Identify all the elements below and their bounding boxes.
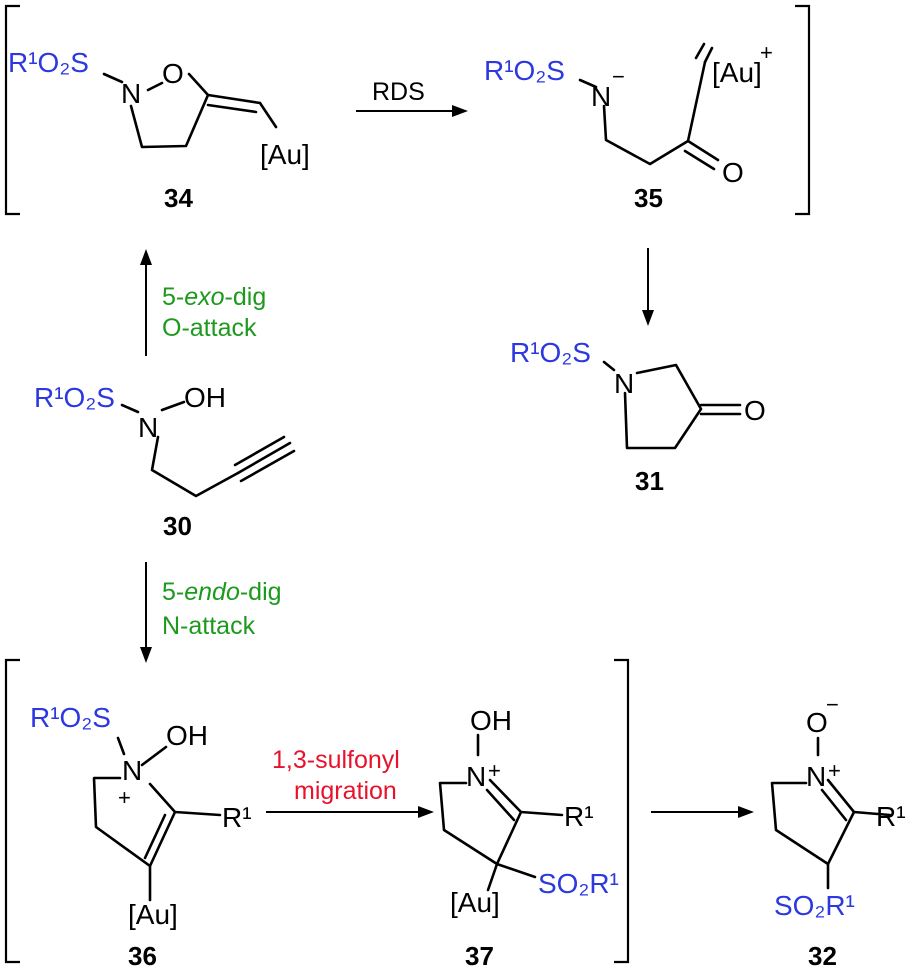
c35-oxygen: O: [722, 157, 744, 188]
c31-oxygen: O: [744, 395, 766, 426]
exo-dig-label: 5-exo-dig: [162, 283, 266, 311]
migration-arrow: 1,3-sulfonyl migration: [266, 746, 434, 818]
c36-sulfonyl-group: R¹O₂S: [30, 702, 111, 733]
c30-hydroxyl: OH: [184, 382, 226, 413]
c30-chain-bonds: [120, 400, 240, 498]
n-attack-label: N-attack: [162, 612, 256, 640]
c34-exocyclic-double-bond: [206, 93, 278, 129]
c32-oxygen: O: [806, 707, 828, 738]
c37-compound-number: 37: [465, 941, 494, 971]
arrow-30-to-36: 5-endo-dig N-attack: [140, 562, 282, 663]
c37-sulfonyl-group: SO₂R¹: [538, 868, 619, 899]
arrow-37-to-32: [651, 806, 754, 818]
c34-nitrogen: N: [121, 78, 141, 109]
c31-compound-number: 31: [635, 466, 664, 496]
c35-gold-double-bond: [694, 42, 714, 64]
c32-r1: R¹: [876, 801, 906, 832]
arrow-35-to-31: [642, 248, 654, 326]
o-attack-label: O-attack: [162, 314, 257, 342]
c35-compound-number: 35: [634, 183, 663, 213]
c36-nitrogen-charge: +: [118, 785, 131, 810]
c30-nitrogen: N: [138, 412, 158, 443]
migration-label-line2: migration: [294, 777, 397, 805]
c37-nitrogen-charge: +: [488, 758, 501, 783]
c36-ring-double-bond: [143, 813, 167, 860]
c35-gold: [Au]: [712, 57, 762, 88]
c30-sulfonyl-group: R¹O₂S: [34, 382, 115, 413]
c34-oxygen: O: [162, 58, 184, 89]
migration-label-line1: 1,3-sulfonyl: [272, 746, 400, 774]
c32-nitrogen: N: [806, 761, 826, 792]
compound-30: R¹O₂S N OH 30: [34, 382, 296, 541]
c32-compound-number: 32: [808, 941, 837, 971]
arrow-30-to-34: 5-exo-dig O-attack: [140, 249, 266, 356]
c37-r1: R¹: [564, 801, 594, 832]
endo-dig-label: 5-endo-dig: [162, 578, 282, 606]
c32-sulfonyl-group: SO₂R¹: [774, 890, 855, 921]
rds-arrow: RDS: [356, 78, 468, 117]
c31-sulfonyl-group: R¹O₂S: [510, 337, 591, 368]
c36-ring-bonds: [92, 736, 222, 868]
c35-nitrogen: N: [591, 81, 611, 112]
c37-nitrogen: N: [466, 761, 486, 792]
c36-compound-number: 36: [128, 941, 157, 971]
c34-compound-number: 34: [164, 183, 193, 213]
c32-oxygen-charge: −: [826, 692, 839, 717]
c36-hydroxyl: OH: [166, 720, 208, 751]
c34-ring-bonds: [102, 72, 210, 149]
c32-iminium-double-bond: [820, 788, 848, 822]
c37-iminium-double-bond: [485, 788, 516, 822]
compound-31: R¹O₂S N O 31: [510, 337, 766, 496]
c36-nitrogen: N: [122, 755, 142, 786]
compound-32: O − N + R¹ SO₂R¹ 32: [770, 692, 906, 971]
bracket-bottom-intermediates: [4, 658, 630, 964]
c32-nitrogen-charge: +: [828, 758, 841, 783]
c36-gold: [Au]: [128, 899, 178, 930]
bracket-top-intermediates: [4, 4, 811, 216]
c31-ring-bonds: [602, 360, 703, 450]
c32-ring-bonds: [770, 736, 892, 866]
c35-chain-bonds: [578, 60, 707, 166]
c30-compound-number: 30: [163, 511, 192, 541]
c30-alkyne-triple-bond: [233, 435, 296, 483]
compound-37: OH N + R¹ [Au] SO₂R¹ 37: [438, 705, 619, 971]
c34-sulfonyl-group: R¹O₂S: [8, 47, 89, 78]
c35-sulfonyl-group: R¹O₂S: [484, 55, 565, 86]
compound-36: R¹O₂S N + OH R¹ [Au] 36: [30, 702, 252, 971]
c37-gold: [Au]: [450, 887, 500, 918]
c35-nitrogen-charge: −: [612, 64, 625, 89]
compound-35: R¹O₂S N − [Au] + O 35: [484, 40, 773, 213]
c37-ring-bonds: [438, 733, 564, 866]
c35-gold-charge: +: [760, 40, 773, 65]
c31-nitrogen: N: [614, 368, 634, 399]
c34-gold: [Au]: [260, 139, 310, 170]
c35-carbonyl-double-bond: [683, 139, 720, 171]
c37-hydroxyl: OH: [470, 705, 512, 736]
c36-r1: R¹: [222, 802, 252, 833]
compound-34: R¹O₂S N O [Au] 34: [8, 47, 310, 213]
c31-carbonyl-double-bond: [699, 403, 742, 416]
rds-label: RDS: [372, 78, 425, 106]
c37-substituent-bonds: [486, 862, 537, 892]
